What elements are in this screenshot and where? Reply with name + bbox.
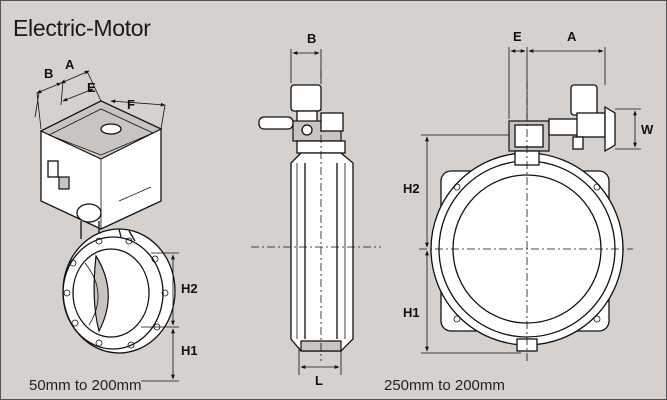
actuator-housing: [39, 100, 163, 230]
dim-label-a-front: A: [567, 29, 577, 44]
front-valve-body: [430, 150, 624, 352]
large-valve-front-view: E A W H2 H1: [403, 29, 654, 361]
dim-label-h1-front: H1: [403, 305, 420, 320]
dim-label-e-front: E: [513, 29, 522, 44]
small-valve-isometric: B A E F H2 H1: [34, 57, 198, 382]
dim-label-h1: H1: [181, 343, 198, 358]
dim-label-a: A: [65, 57, 75, 72]
dim-label-l: L: [315, 373, 323, 388]
side-valve-body: [290, 152, 354, 352]
dim-label-f: F: [127, 97, 135, 112]
caption-small-valve: 50mm to 200mm: [29, 377, 142, 394]
valve-neck: [76, 203, 102, 239]
side-centerlines: [251, 71, 381, 361]
dim-label-w: W: [641, 122, 654, 137]
front-centerlines: [419, 81, 633, 361]
side-elevation-view: B L: [251, 31, 381, 388]
diagram-title: Electric-Motor: [13, 15, 151, 41]
dim-label-h2: H2: [181, 281, 198, 296]
small-valve-dimensions: B A E F H2 H1: [34, 57, 198, 382]
dim-label-b: B: [44, 66, 53, 81]
front-actuator: [508, 84, 616, 153]
valve-flange-body: [62, 228, 176, 354]
dim-label-h2-front: H2: [403, 181, 420, 196]
front-dimensions: E A W H2 H1: [403, 29, 654, 354]
side-actuator: [258, 84, 346, 154]
dim-label-e: E: [87, 80, 96, 95]
dim-label-b-side: B: [307, 31, 316, 46]
side-dimensions: B L: [290, 31, 342, 388]
caption-large-valve: 250mm to 200mm: [384, 377, 505, 394]
